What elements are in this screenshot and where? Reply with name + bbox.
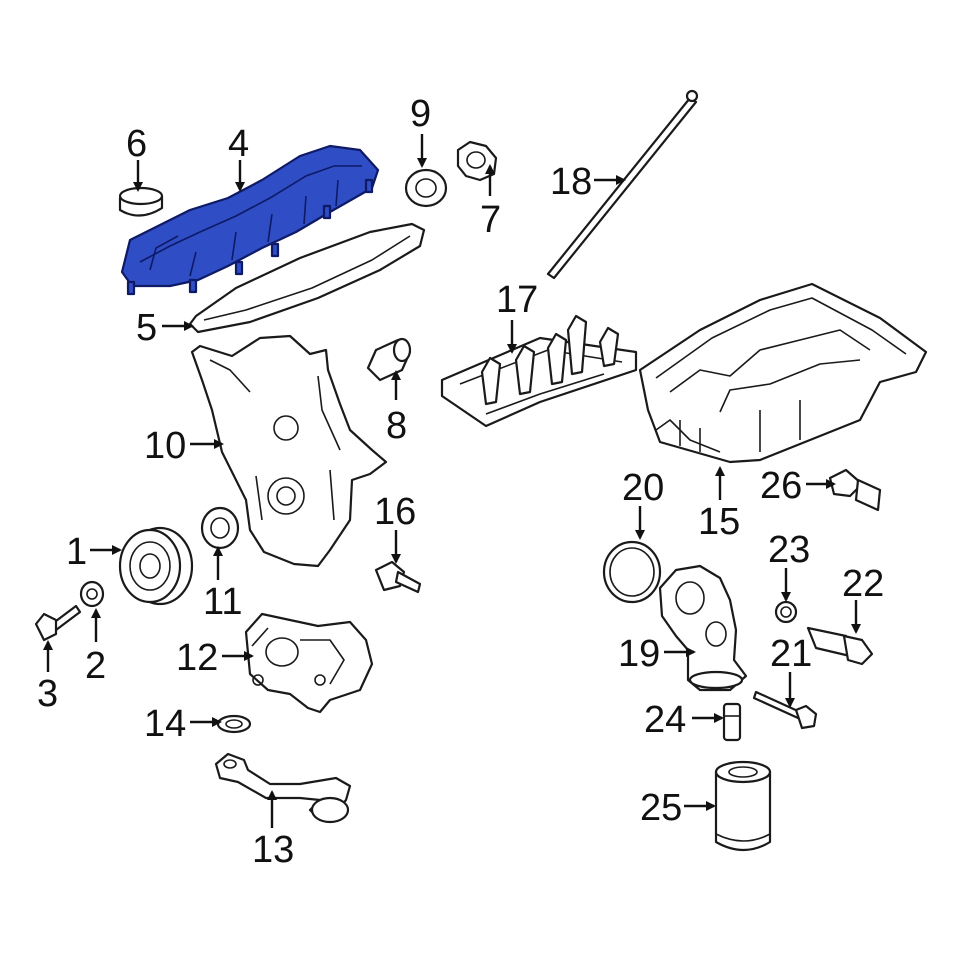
oil-filter-part-25[interactable]	[714, 760, 772, 852]
callout-22: 22	[842, 563, 884, 605]
callout-14: 14	[144, 703, 186, 745]
callout-16: 16	[374, 491, 416, 533]
callout-21: 21	[770, 633, 812, 675]
crankshaft-pulley-part-1[interactable]	[118, 526, 194, 606]
front-seal-part-11[interactable]	[200, 506, 240, 550]
callout-18: 18	[550, 161, 592, 203]
o-ring-part-14[interactable]	[216, 714, 252, 734]
callout-3: 3	[37, 673, 58, 715]
callout-7: 7	[480, 199, 501, 241]
oil-pump-part-12[interactable]	[244, 612, 374, 714]
callout-26: 26	[760, 465, 802, 507]
oil-pan-part-15[interactable]	[638, 282, 928, 464]
fitting-part-24[interactable]	[722, 702, 742, 742]
callout-10: 10	[144, 425, 186, 467]
callout-20: 20	[622, 467, 664, 509]
seal-part-9[interactable]	[404, 168, 448, 208]
callout-15: 15	[698, 501, 740, 543]
callout-12: 12	[176, 637, 218, 679]
callout-2: 2	[85, 645, 106, 687]
callout-17: 17	[496, 279, 538, 321]
valve-cover-gasket-part-5[interactable]	[188, 222, 426, 334]
callout-13: 13	[252, 829, 294, 871]
oil-filter-adapter-part-19[interactable]	[658, 564, 748, 692]
callout-24: 24	[644, 699, 686, 741]
dipstick-part-18[interactable]	[546, 89, 699, 280]
callout-labels: 1 2 3 4 5 6 7 8 9 10 11 12 13 14 15 16 1…	[37, 93, 884, 871]
leader-arrows	[43, 134, 861, 828]
callout-9: 9	[410, 93, 431, 135]
o-ring-part-23[interactable]	[774, 600, 798, 624]
bolt-part-21[interactable]	[752, 690, 818, 730]
washer-part-2[interactable]	[79, 580, 105, 608]
gasket-part-20[interactable]	[602, 540, 662, 604]
sensor-part-22[interactable]	[806, 626, 874, 666]
valve-cover-part-4[interactable]	[120, 144, 380, 296]
callout-6: 6	[126, 123, 147, 165]
callout-5: 5	[136, 307, 157, 349]
sensor-part-26[interactable]	[828, 468, 882, 512]
callout-25: 25	[640, 787, 682, 829]
callout-8: 8	[386, 405, 407, 447]
callout-1: 1	[66, 531, 87, 573]
callout-23: 23	[768, 529, 810, 571]
sensor-part-8[interactable]	[366, 337, 412, 382]
oil-filler-cap-part-6[interactable]	[118, 186, 164, 217]
oil-pickup-tube-part-13[interactable]	[214, 752, 352, 824]
bolt-part-3[interactable]	[34, 604, 82, 642]
callout-11: 11	[203, 581, 242, 623]
oil-pan-baffle-part-17[interactable]	[440, 314, 638, 428]
callout-4: 4	[228, 123, 249, 165]
bolt-part-16[interactable]	[374, 560, 422, 594]
callout-19: 19	[618, 633, 660, 675]
timing-cover-part-10[interactable]	[190, 334, 388, 568]
